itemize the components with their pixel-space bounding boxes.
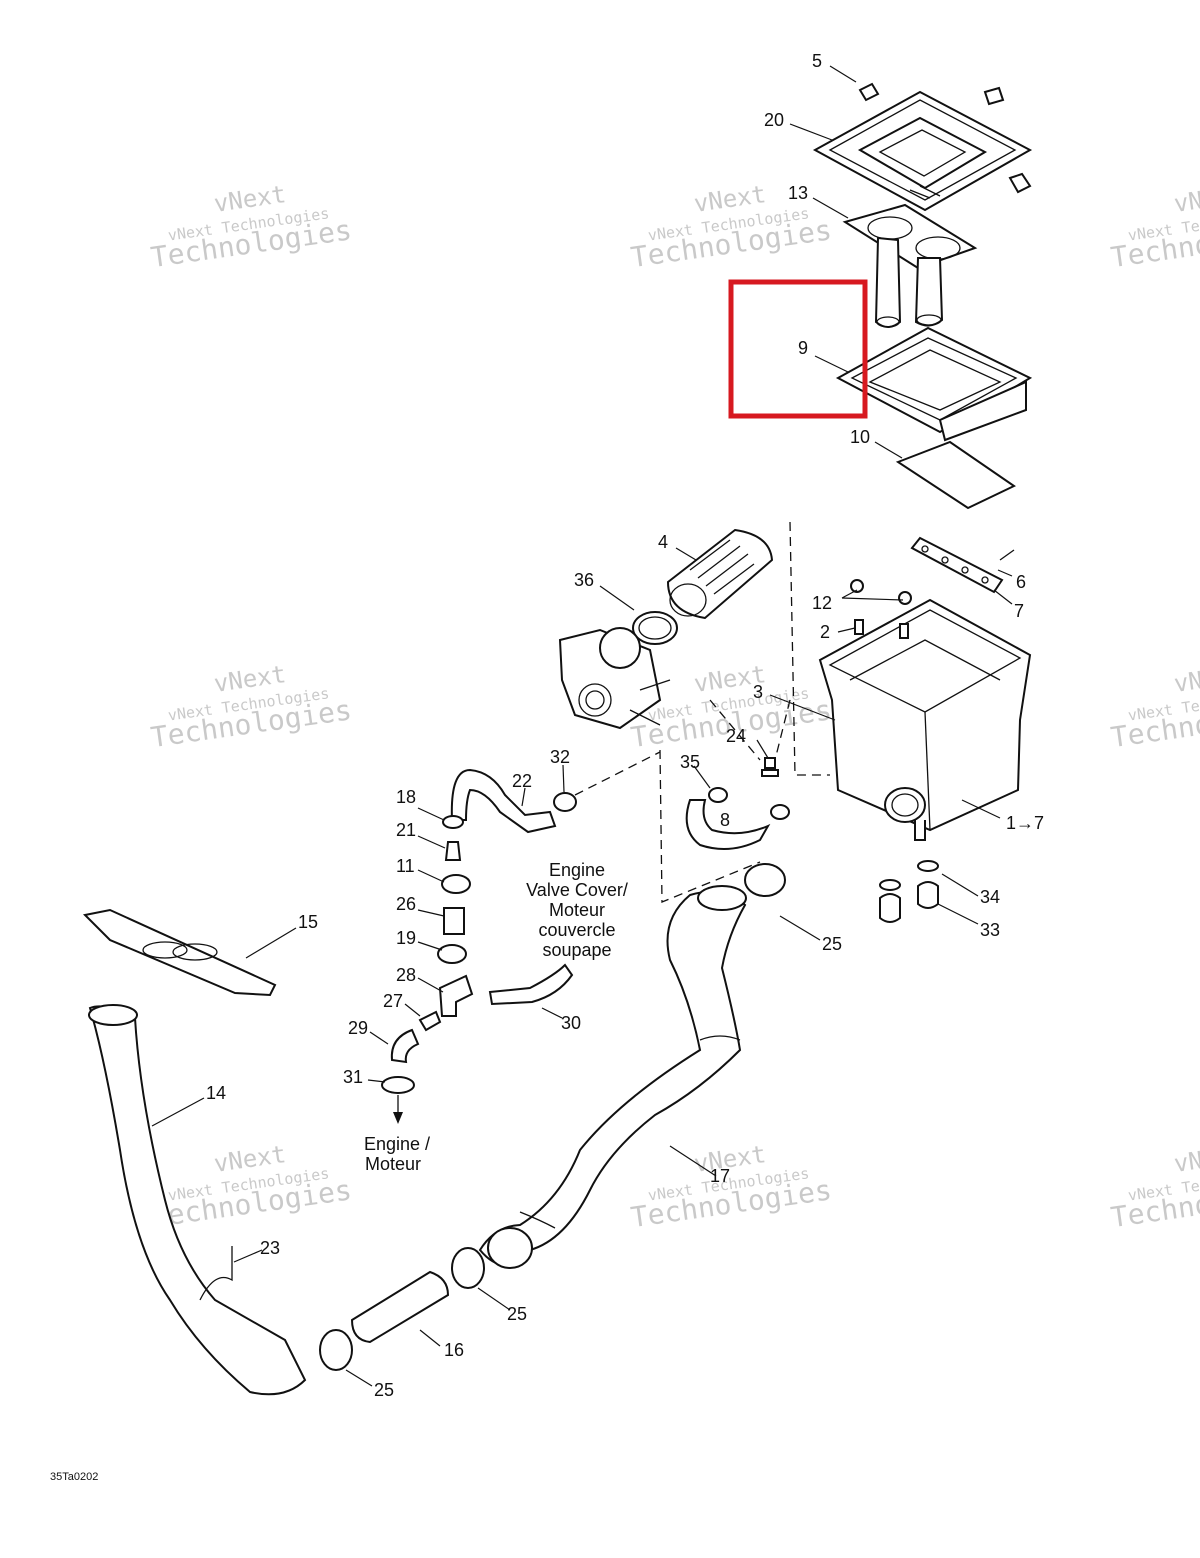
callout-21: 21 (396, 820, 416, 840)
callout-17: 17 (710, 1166, 730, 1186)
watermark: vNext vNext Technologies Technologies (149, 660, 354, 754)
callout-20: 20 (764, 110, 784, 130)
callout-36: 36 (574, 570, 594, 590)
part-22-hose (450, 768, 557, 834)
callout-6: 6 (1016, 572, 1026, 592)
watermark: vNext vNext Technologies Technologies (149, 1140, 354, 1234)
note-line: soupape (542, 940, 611, 960)
part-13-intake-plate (842, 203, 978, 328)
fitting-stack (381, 815, 574, 1124)
part-23-strap (199, 1246, 233, 1301)
callout-10: 10 (850, 427, 870, 447)
callout-1-7: 1→7 (1006, 813, 1044, 833)
watermark-line1: vNext (1172, 660, 1200, 698)
part-17-hose (478, 885, 747, 1269)
part-8-hose (685, 787, 790, 850)
callout-4: 4 (658, 532, 668, 552)
callout-12: 12 (812, 593, 832, 613)
note-line: Engine / (364, 1134, 430, 1154)
carburetor (558, 627, 671, 730)
callout-2: 2 (820, 622, 830, 642)
leader-lines (151, 65, 1013, 1387)
callout-19: 19 (396, 928, 416, 948)
part-1-airbox (818, 579, 1032, 841)
callout-34: 34 (980, 887, 1000, 907)
callout-3: 3 (753, 682, 763, 702)
watermark-line1: vNext (1172, 1140, 1200, 1178)
callout-27: 27 (383, 991, 403, 1011)
part-32-clamp (553, 792, 577, 812)
callout-30: 30 (561, 1013, 581, 1033)
part-9-filter-seal (835, 326, 1033, 442)
callout-5: 5 (812, 51, 822, 71)
drawing-code: 35Ta0202 (50, 1471, 98, 1483)
part-24-bolt (761, 757, 779, 777)
callout-14: 14 (206, 1083, 226, 1103)
part-25-clamp (319, 863, 786, 1371)
watermark-line1: vNext (1172, 180, 1200, 218)
callout-25: 25 (822, 934, 842, 954)
callout-16: 16 (444, 1340, 464, 1360)
phantom-lines (574, 521, 830, 903)
part-20-lid (812, 90, 1033, 212)
callout-35: 35 (680, 752, 700, 772)
callout-15: 15 (298, 912, 318, 932)
callout-29: 29 (348, 1018, 368, 1038)
callout-33: 33 (980, 920, 1000, 940)
part-4-intake-boot (666, 528, 774, 620)
callout-31: 31 (343, 1067, 363, 1087)
callout-25: 25 (507, 1304, 527, 1324)
callout-23: 23 (260, 1238, 280, 1258)
callout-24: 24 (726, 726, 746, 746)
callout-9: 9 (798, 338, 808, 358)
part-10-filter-pad (895, 440, 1016, 510)
note-line: Moteur (549, 900, 605, 920)
part-36-clamp (632, 611, 678, 645)
watermark: vNext vNext Technologies Technologies (629, 180, 834, 274)
callout-26: 26 (396, 894, 416, 914)
part-33-cap (879, 860, 939, 923)
callout-13: 13 (788, 183, 808, 203)
watermark: vNext vNext Technologies Technologies (149, 180, 354, 274)
note-line: couvercle (538, 920, 615, 940)
highlight-box[interactable] (728, 279, 868, 419)
watermark: vNext vNext Technologies Technologies (1109, 1140, 1200, 1234)
part-5-clip (858, 82, 1032, 194)
part-14-intake-pipe (88, 1004, 307, 1396)
note-line: Moteur (365, 1154, 421, 1174)
part-7-bracket (910, 536, 1015, 594)
callout-labels: 5 20 13 9 10 4 36 6 12 7 2 3 24 35 32 22… (206, 51, 1044, 1400)
callout-18: 18 (396, 787, 416, 807)
note-line: Engine (549, 860, 605, 880)
callout-11: 11 (396, 856, 415, 876)
callout-25: 25 (374, 1380, 394, 1400)
engine-valve-cover-note: Engine Valve Cover/ Moteur couvercle sou… (526, 860, 628, 960)
callout-8: 8 (720, 810, 730, 830)
part-16-coupler (350, 1270, 450, 1344)
part-15-plate (82, 908, 277, 997)
watermark: vNext vNext Technologies Technologies (1109, 180, 1200, 274)
watermark: vNext vNext Technologies Technologies (1109, 660, 1200, 754)
callout-7: 7 (1014, 601, 1024, 621)
callout-28: 28 (396, 965, 416, 985)
callout-22: 22 (512, 771, 532, 791)
callout-32: 32 (550, 747, 570, 767)
note-line: Valve Cover/ (526, 880, 628, 900)
engine-moteur-note: Engine / Moteur (364, 1134, 430, 1174)
